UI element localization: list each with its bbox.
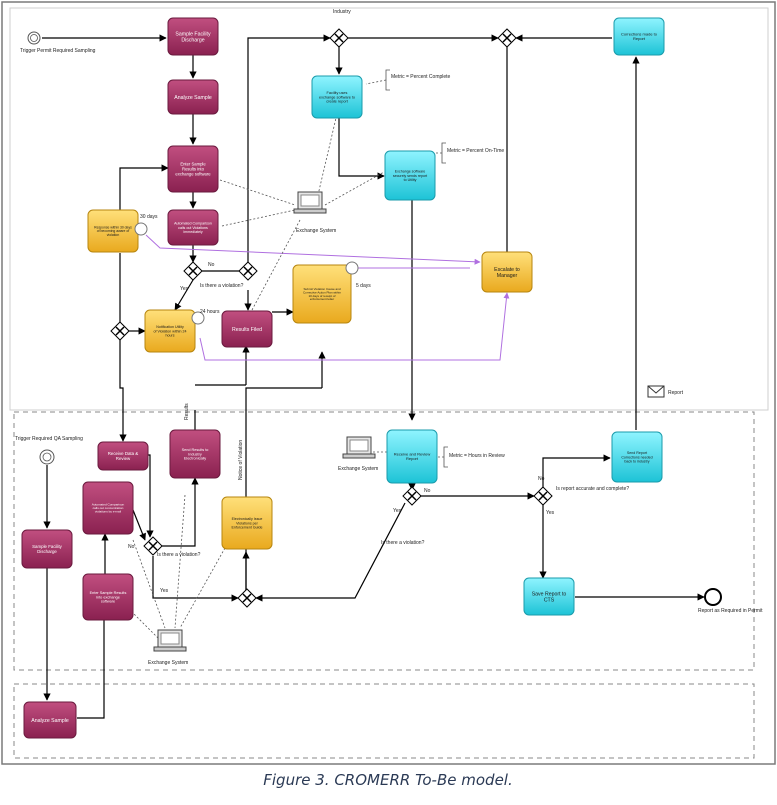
task-receive-check: Receive Data &Review: [97, 441, 149, 471]
edge-no-1: No: [208, 262, 215, 268]
gateway-label-accurate: Is report accurate and complete?: [556, 486, 629, 492]
start-event-qa: [39, 449, 55, 465]
data-associations: [119, 117, 410, 641]
gateways: [110, 28, 553, 608]
edge-notice: Notice of Violation: [238, 440, 244, 480]
end-event: [704, 588, 722, 606]
edge-yes-4: Yes: [160, 588, 169, 594]
industry-pool: [9, 7, 769, 411]
diagram-frame: [1, 1, 776, 765]
associations: [145, 234, 510, 361]
task-results-filed: Results Filed: [221, 310, 273, 348]
start-qa-label: Trigger Required QA Sampling: [15, 436, 83, 442]
annotation-metric-complete: Metric = Percent Complete: [391, 74, 451, 80]
edge-results: Results: [184, 403, 190, 420]
utility-pool: [13, 411, 755, 671]
edge-no-3: No: [538, 476, 545, 482]
system-label-3: Exchange System: [148, 660, 188, 666]
edge-no-4: No: [128, 544, 135, 550]
start-event-permit: [27, 31, 41, 45]
edge-days-30: 30 days: [140, 214, 158, 220]
top-label: Industry: [333, 9, 351, 15]
annotation-metric-ontime: Metric = Percent On-Time: [447, 148, 504, 154]
system-label-1: Exchange System: [296, 228, 336, 234]
gateway-label-violation-2: Is there a violation?: [381, 540, 425, 546]
edge-days-notify: 24 hours: [200, 309, 220, 315]
system-label-2: Exchange System: [338, 466, 378, 472]
svg-text:Receive Data &Review: Receive Data &Review: [108, 451, 139, 461]
edge-yes-1: Yes: [180, 286, 189, 292]
edge-yes-3: Yes: [546, 510, 555, 516]
gateway-label-violation-3: Is there a violation?: [157, 552, 201, 558]
computer-icon: [293, 191, 327, 214]
annotation-brackets: [365, 69, 448, 468]
sequence-flows: [42, 34, 705, 719]
lower-pool: [13, 683, 755, 759]
edge-days-5: 5 days: [356, 283, 371, 289]
task-analyze-sample-2: Analyze Sample: [23, 701, 77, 739]
annotation-metric-hours: Metric = Hours in Review: [449, 453, 505, 459]
svg-text:Analyze Sample: Analyze Sample: [31, 718, 69, 724]
gateway-label-violation-1: Is there a violation?: [200, 283, 244, 289]
computer-icon: [342, 436, 376, 459]
report-message-label: Report: [668, 390, 684, 396]
end-label: Report as Required in Permit: [698, 608, 763, 614]
report-message: [647, 385, 665, 398]
start-permit-label: Trigger Permit Required Sampling: [20, 48, 96, 54]
task-analyze-sample-1: Analyze Sample: [167, 79, 219, 115]
caption: Figure 3. CROMERR To-Be model.: [263, 771, 512, 789]
computer-icon: [153, 629, 187, 652]
svg-text:Analyze Sample: Analyze Sample: [174, 95, 212, 101]
edge-yes-2: Yes: [393, 508, 402, 514]
edge-no-2: No: [424, 488, 431, 494]
svg-text:Results Filed: Results Filed: [232, 327, 262, 333]
